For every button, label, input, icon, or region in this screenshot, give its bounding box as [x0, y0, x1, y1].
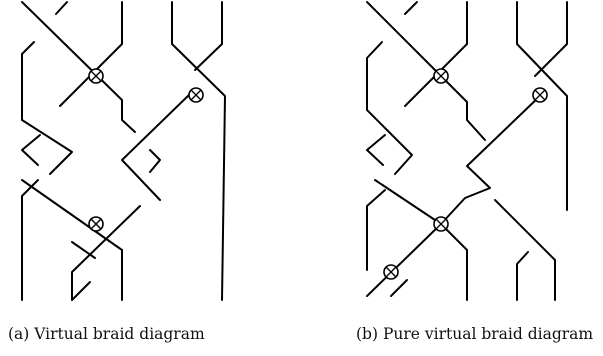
virtual-crossing-marker [433, 216, 449, 232]
virtual-crossing-marker [188, 87, 204, 103]
figure-a-caption: (a) Virtual braid diagram [8, 325, 205, 343]
figure-b-caption: (b) Pure virtual braid diagram [356, 325, 594, 343]
virtual-braid-diagram [21, 1, 226, 301]
pure-virtual-braid-diagram [366, 1, 568, 301]
virtual-crossing-marker [433, 68, 449, 84]
virtual-crossing-marker [88, 216, 104, 232]
braid-strands [21, 1, 226, 301]
braid-strands [366, 1, 568, 301]
virtual-crossing-marker [88, 68, 104, 84]
virtual-crossing-marker [532, 87, 548, 103]
virtual-crossing-marker [383, 264, 399, 280]
